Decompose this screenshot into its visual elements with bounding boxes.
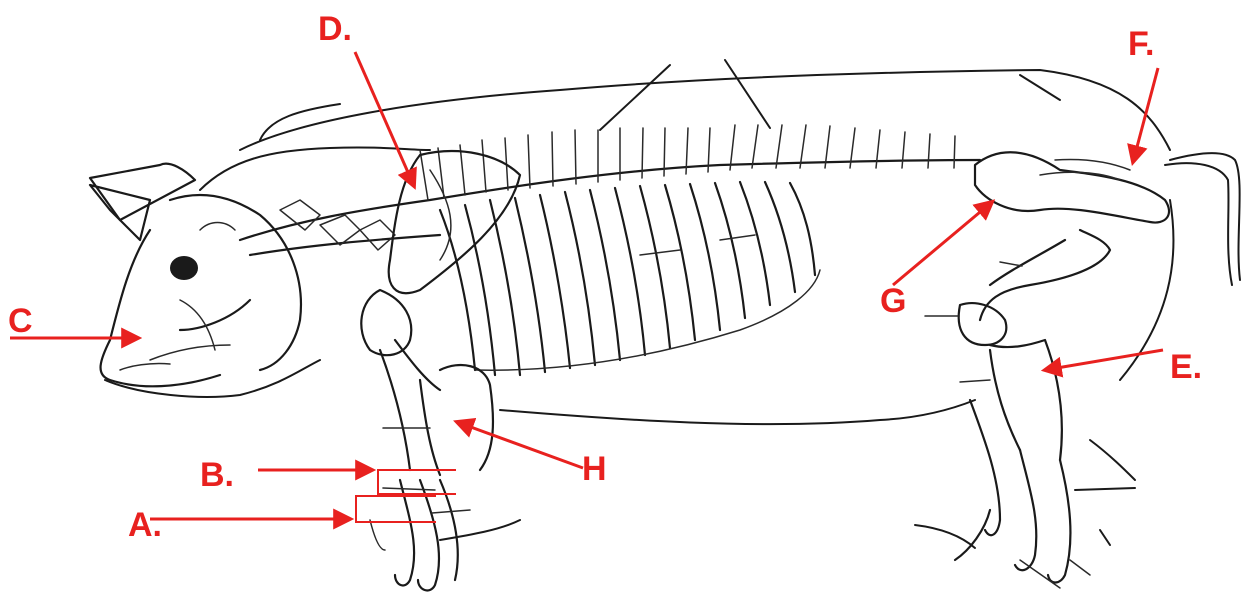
arrow-e xyxy=(1045,350,1163,370)
label-b: B. xyxy=(200,456,234,494)
arrow-f xyxy=(1133,68,1158,162)
label-a: A. xyxy=(128,506,162,544)
label-e: E. xyxy=(1170,348,1202,386)
arrow-h xyxy=(457,422,583,468)
arrow-g xyxy=(893,202,992,285)
spine xyxy=(240,60,980,255)
bracket-a xyxy=(356,496,436,522)
label-f: F. xyxy=(1128,25,1154,63)
label-c: C xyxy=(8,302,33,340)
label-d: D. xyxy=(318,10,352,48)
body-outline xyxy=(200,70,1240,548)
label-g: G xyxy=(880,282,906,320)
head xyxy=(90,164,320,397)
label-h: H xyxy=(582,450,607,488)
arrow-d xyxy=(355,52,414,186)
rib-cage xyxy=(440,182,820,375)
